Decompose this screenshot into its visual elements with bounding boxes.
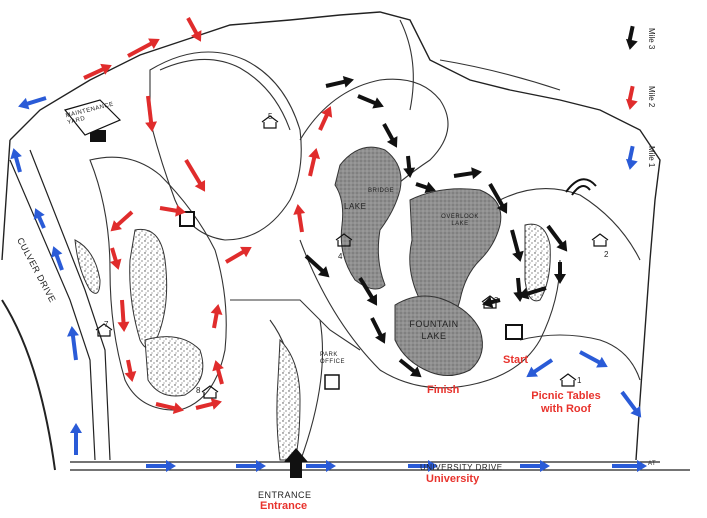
route-arrow-mile1-10	[10, 148, 22, 173]
route-arrow-mile3-7	[510, 229, 524, 262]
maintenance-sign	[63, 99, 122, 136]
label-park-office: PARK OFFICE	[320, 352, 345, 365]
outer-curve	[1, 299, 56, 471]
wifi-icon	[565, 178, 597, 196]
route-arrow-mile3-15	[398, 358, 422, 378]
legend-arrow-mile1	[625, 145, 638, 170]
label-area-3: 3	[494, 296, 499, 305]
trail-lines	[89, 19, 641, 463]
label-bridge: BRIDGE	[368, 188, 395, 194]
fountain-lake	[394, 295, 483, 376]
route-arrow-mile2-7	[109, 247, 122, 270]
annotation-university: University	[426, 473, 480, 485]
route-arrow-mile2-0	[186, 17, 202, 42]
route-arrow-mile1-6	[70, 423, 82, 455]
route-arrow-mile2-3	[145, 95, 158, 132]
annotation-start: Start	[503, 354, 529, 366]
route-arrow-mile3-11	[518, 286, 547, 300]
legend-label-mile3: Mile 3	[647, 28, 656, 50]
route-arrow-mile3-6	[488, 183, 508, 214]
route-arrow-mile2-13	[210, 304, 223, 329]
route-arrow-mile2-17	[318, 106, 333, 131]
label-university-drive: UNIVERSITY DRIVE	[420, 463, 503, 472]
route-arrow-mile3-14	[370, 317, 386, 344]
route-arrow-mile2-1	[127, 38, 160, 58]
route-arrow-mile2-5	[159, 204, 186, 217]
annotation-finish: Finish	[427, 384, 460, 396]
route-arrow-mile3-9	[546, 224, 568, 252]
entrance-arrow	[284, 448, 308, 478]
route-arrow-mile3-3	[403, 155, 416, 178]
maintenance-building	[90, 130, 106, 142]
route-arrow-mile1-3	[306, 460, 336, 472]
route-arrow-mile1-5	[146, 460, 176, 472]
route-arrow-mile2-4	[184, 158, 206, 192]
route-arrow-mile3-13	[358, 276, 378, 306]
annotation-picnic-tables: Picnic Tables with Roof	[531, 390, 601, 415]
label-area-4: 4	[338, 252, 343, 261]
route-arrow-mile3-10	[554, 262, 566, 284]
label-fountain-lake: FOUNTAIN LAKE	[409, 319, 459, 341]
route-arrow-mile2-9	[124, 359, 137, 382]
planted-area-entrance	[276, 338, 301, 461]
route-arrow-mile2-10	[155, 402, 184, 415]
route-arrow-mile2-12	[212, 360, 224, 385]
restroom-building	[179, 211, 195, 227]
route-arrow-mile1-13	[620, 390, 642, 418]
label-at: AT	[648, 461, 657, 467]
route-arrow-mile3-2	[382, 123, 398, 148]
label-area-5: 5	[268, 112, 273, 121]
route-arrow-mile1-1	[520, 460, 550, 472]
route-arrow-mile1-7	[67, 326, 79, 361]
route-arrows	[10, 17, 647, 472]
label-area-1: 1	[577, 376, 582, 385]
label-area-2: 2	[604, 250, 609, 259]
route-arrow-mile2-2	[83, 63, 112, 80]
planted-area-culver	[74, 239, 101, 294]
legend-arrow-mile3	[625, 25, 638, 50]
legend-arrows	[625, 25, 638, 170]
route-arrow-mile2-16	[308, 148, 321, 177]
route-arrow-mile1-11	[18, 96, 47, 110]
route-arrow-mile1-2	[408, 460, 438, 472]
planted-area-west	[129, 228, 168, 349]
legend-label-mile1: Mile 1	[647, 146, 656, 168]
route-arrow-mile2-8	[117, 299, 130, 332]
label-area-7: 7	[104, 320, 109, 329]
label-area-8: 8	[196, 386, 201, 395]
legend-label-mile2: Mile 2	[647, 86, 656, 108]
route-arrow-mile3-1	[357, 94, 384, 109]
route-arrow-mile1-12	[579, 350, 608, 368]
park-boundary	[1, 11, 661, 461]
route-arrow-mile3-12	[482, 296, 501, 308]
route-arrow-mile1-14	[526, 358, 554, 378]
route-arrow-mile2-15	[293, 204, 306, 233]
legend-arrow-mile2	[625, 85, 638, 110]
route-arrow-mile2-6	[110, 210, 134, 232]
route-arrow-mile3-0	[325, 75, 354, 88]
route-arrow-mile1-4	[236, 460, 266, 472]
lake-west	[334, 146, 402, 290]
culver-drive-road	[9, 149, 111, 461]
label-entrance-print: ENTRANCE	[258, 490, 312, 500]
route-arrow-mile1-8	[51, 246, 64, 271]
label-lake: LAKE	[344, 202, 367, 211]
route-arrow-mile1-0	[612, 460, 647, 472]
planted-area-southwest	[144, 336, 204, 397]
label-overlook-lake: OVERLOOK LAKE	[441, 214, 479, 227]
route-arrow-mile3-4	[415, 181, 436, 194]
route-arrow-mile1-9	[33, 208, 46, 229]
route-arrow-mile2-11	[195, 398, 222, 410]
route-arrow-mile3-5	[453, 167, 482, 180]
restroom-building-east	[505, 324, 523, 340]
office-building	[324, 374, 340, 390]
route-arrow-mile2-14	[224, 246, 252, 264]
annotation-entrance: Entrance	[260, 500, 308, 512]
route-arrow-mile3-16	[304, 254, 330, 278]
